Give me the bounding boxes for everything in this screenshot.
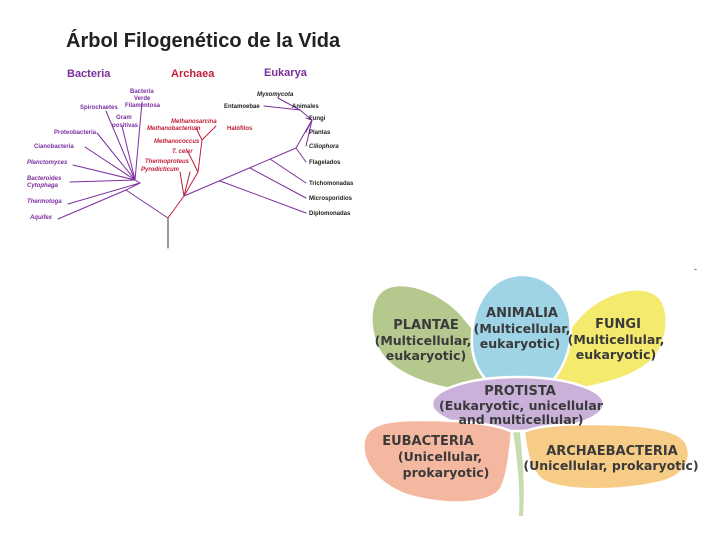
domain-label-eukarya: Eukarya <box>264 67 308 79</box>
branch <box>295 147 307 163</box>
branch <box>183 171 199 197</box>
branch <box>125 189 169 219</box>
taxon-label: Bacteroides <box>27 176 62 182</box>
bacteria-branches <box>57 101 169 220</box>
branch <box>299 109 313 121</box>
domain-label-archaea: Archaea <box>171 68 215 80</box>
kingdoms-diagram: PLANTAE (Multicellular, eukaryotic) ANIM… <box>362 273 699 516</box>
branch <box>195 127 203 141</box>
stem <box>510 410 524 516</box>
taxon-label: Cytophaga <box>27 183 59 189</box>
taxon-label: positivas <box>112 123 139 129</box>
eukarya-taxa: Myxomycota Entamoebae Animales Fungi Pla… <box>224 92 354 217</box>
taxon-label: Fungi <box>309 116 326 122</box>
branch <box>167 195 185 219</box>
branch <box>105 110 136 181</box>
taxon-label: Verde <box>134 96 151 102</box>
taxon-label: Ciliophora <box>309 144 339 150</box>
taxon-label: Thermotoga <box>27 199 62 205</box>
taxon-label: Trichomonadas <box>309 181 354 187</box>
taxon-label: Diplomonadas <box>309 211 351 217</box>
taxon-label: Myxomycota <box>257 92 294 98</box>
branch <box>269 158 307 184</box>
taxon-label: Flagelados <box>309 160 341 166</box>
taxon-label: Halófilos <box>227 126 253 132</box>
petal-protista <box>430 375 606 433</box>
branch <box>96 132 136 181</box>
branch <box>249 167 307 199</box>
petal-archaebacteria <box>522 422 691 491</box>
kingdom-description: (Unicellular, <box>398 449 482 464</box>
taxon-label: Animales <box>292 104 319 110</box>
branch <box>305 117 313 121</box>
bacteria-taxa: Bacteria Verde Filamentosa Spirochaetes … <box>27 89 161 221</box>
taxon-label: Pyrodicticum <box>141 167 180 173</box>
taxon-label: Aquifex <box>29 215 53 221</box>
branch <box>183 171 191 197</box>
taxon-label: Bacteria <box>130 89 154 95</box>
taxon-label: Methanobacterium <box>147 126 201 132</box>
taxon-label: T. celer <box>172 149 193 155</box>
branch <box>305 119 313 133</box>
taxon-label: Microsporidios <box>309 196 353 202</box>
kingdom-description: (Eukaryotic, unicellular <box>439 398 604 413</box>
kingdom-description: (Multicellular, <box>474 321 571 336</box>
kingdom-description: (Multicellular, <box>568 332 665 347</box>
branch <box>134 101 143 181</box>
branch <box>72 164 136 181</box>
kingdom-description: eukaryotic) <box>480 336 560 351</box>
branch <box>197 139 203 173</box>
branch <box>183 147 297 197</box>
taxon-label: Entamoebae <box>224 104 260 110</box>
branch <box>277 97 301 111</box>
kingdom-name: ANIMALIA <box>486 306 558 321</box>
kingdom-name: PROTISTA <box>484 384 556 399</box>
eukarya-branches <box>183 97 313 214</box>
kingdom-name: EUBACTERIA <box>382 434 474 449</box>
kingdom-description: (Unicellular, prokaryotic) <box>523 458 698 473</box>
taxon-label: Plantas <box>309 130 331 136</box>
branch <box>305 119 313 147</box>
corner-mark: - <box>694 264 697 274</box>
kingdom-description: and multicellular) <box>458 412 583 427</box>
taxon-label: Proteobacteria <box>54 130 97 136</box>
branch <box>219 180 307 214</box>
archaea-branches <box>167 125 217 219</box>
branch <box>134 179 141 184</box>
kingdom-name: ARCHAEBACTERIA <box>546 444 678 459</box>
branch <box>179 171 185 197</box>
kingdom-description: prokaryotic) <box>403 465 490 480</box>
taxon-label: Gram <box>116 115 132 121</box>
taxon-label: Thermoproteus <box>145 159 190 165</box>
taxon-label: Methanococcus <box>154 139 200 145</box>
branch <box>69 179 136 183</box>
branch <box>121 125 136 181</box>
taxon-label: Methanosarcina <box>171 119 217 125</box>
kingdom-description: (Multicellular, <box>375 333 472 348</box>
petal-eubacteria <box>362 418 514 504</box>
phylogenetic-tree: Bacteria Archaea Eukarya <box>27 67 354 249</box>
kingdom-name: PLANTAE <box>393 318 459 333</box>
branch <box>67 182 141 205</box>
taxon-label: Planctomyces <box>27 160 68 166</box>
branch <box>57 189 127 220</box>
branch <box>201 125 217 141</box>
kingdom-name: FUNGI <box>595 317 641 332</box>
tree-title: Árbol Filogenético de la Vida <box>66 30 341 52</box>
taxon-label: Cianobacteria <box>34 144 74 150</box>
taxon-label: Spirochaetes <box>80 105 118 111</box>
kingdom-description: eukaryotic) <box>576 347 656 362</box>
archaea-taxa: Methanosarcina Methanobacterium Halófilo… <box>141 119 253 173</box>
branch <box>187 151 199 173</box>
kingdom-description: eukaryotic) <box>386 348 466 363</box>
branch <box>263 105 301 111</box>
branch <box>84 146 136 181</box>
taxon-label: Filamentosa <box>125 103 161 109</box>
domain-label-bacteria: Bacteria <box>67 68 111 80</box>
